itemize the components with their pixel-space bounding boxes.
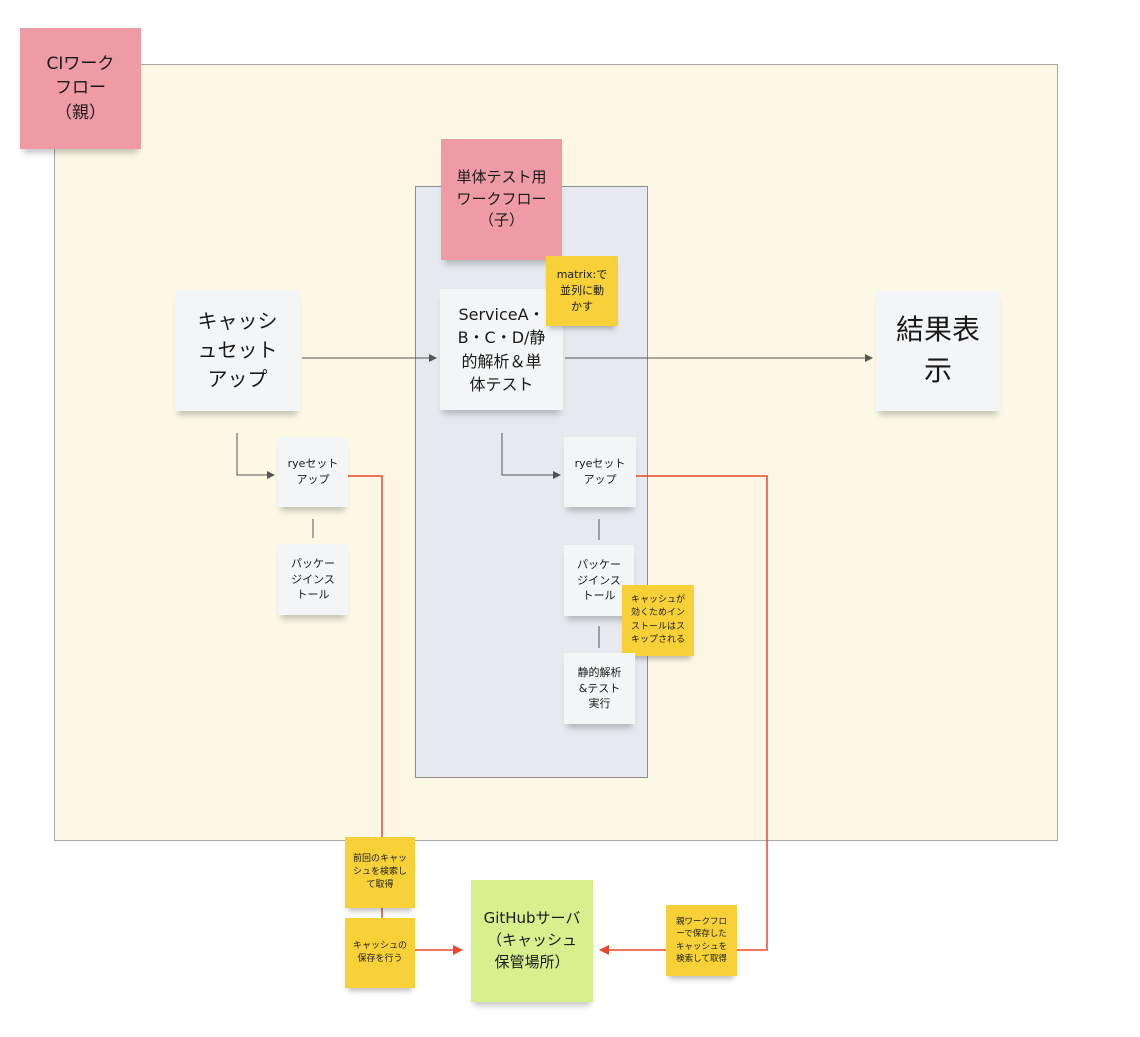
fetch-parent-cache-note: 親ワークフロ ーで保存した キャッシュを 検索して取得 <box>666 905 737 976</box>
service-test-note: ServiceA・ B・C・D/静 的解析＆単 体テスト <box>440 289 563 410</box>
save-cache-note: キャッシュの 保存を行う <box>345 918 415 988</box>
connector-setup-to-rye <box>236 433 275 479</box>
parent-workflow-label: CIワーク フロー （親） <box>20 28 141 149</box>
static-analysis-test-note: 静的解析 &テスト 実行 <box>564 653 635 724</box>
install-skip-note: キャッシュが 効くためイン ストールはス キップされる <box>622 585 694 656</box>
fetch-previous-cache-note: 前回のキャッ シュを検索し て取得 <box>345 837 415 908</box>
child-workflow-label: 単体テスト用 ワークフロー （子） <box>441 139 562 260</box>
cache-connector-parent <box>348 475 463 955</box>
child-rye-setup-note: ryeセット アップ <box>564 437 636 507</box>
parent-rye-setup-note: ryeセット アップ <box>278 437 348 507</box>
cache-setup-note: キャッシ ュセット アップ <box>175 290 300 411</box>
github-server-cache-note: GitHubサーバ （キャッシュ 保管場所） <box>471 880 593 1002</box>
connector-test-to-child-rye <box>501 433 561 479</box>
matrix-parallel-note: matrix:で 並列に動 かす <box>546 256 618 326</box>
result-display-note: 結果表 示 <box>876 291 1000 411</box>
parent-package-install-note: パッケー ジインス トール <box>278 544 348 615</box>
